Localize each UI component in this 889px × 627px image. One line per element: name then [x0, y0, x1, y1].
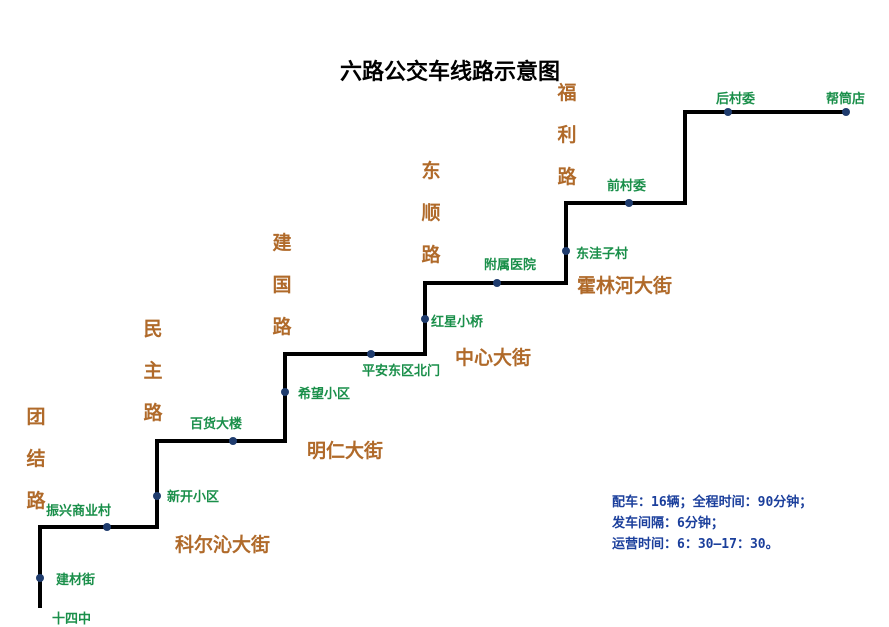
diagram-title: 六路公交车线路示意图	[340, 60, 561, 85]
info-line: 运营时间：6：30—17：30。	[612, 537, 779, 552]
street-label: 中心大街	[455, 347, 532, 369]
stop-label: 后村委	[716, 92, 756, 107]
stop-label: 东洼子村	[576, 247, 629, 262]
info-line: 发车间隔：6分钟；	[612, 516, 724, 531]
stop-dot	[103, 523, 111, 531]
stop-label: 红星小桥	[431, 315, 484, 330]
stop-dot	[625, 199, 633, 207]
stop-label: 附属医院	[484, 258, 537, 273]
stop-dot	[842, 108, 850, 116]
stop-dot	[562, 247, 570, 255]
stop-label: 平安东区北门	[362, 364, 441, 379]
stop-label: 建材街	[56, 573, 96, 588]
stop-label: 帮筒店	[826, 92, 866, 107]
stop-dot	[367, 350, 375, 358]
stop-dot	[36, 574, 44, 582]
stop-label: 希望小区	[298, 387, 351, 402]
stop-label: 振兴商业村	[46, 504, 112, 519]
stop-dot	[421, 315, 429, 323]
service-info: 配车：16辆；全程时间：90分钟； 发车间隔：6分钟； 运营时间：6：30—17…	[612, 492, 812, 555]
road-label: 建国路	[272, 232, 292, 338]
road-label: 福利路	[557, 82, 577, 188]
road-label: 东顺路	[421, 160, 441, 266]
street-label: 科尔沁大街	[175, 534, 271, 556]
info-line: 配车：16辆；全程时间：90分钟；	[612, 495, 813, 510]
stop-dot	[153, 492, 161, 500]
stop-dot	[229, 437, 237, 445]
stop-label: 新开小区	[167, 490, 220, 505]
stop-label: 十四中	[52, 612, 92, 627]
road-label: 团结路	[26, 406, 46, 512]
stop-dot	[724, 108, 732, 116]
stop-label: 百货大楼	[190, 417, 243, 432]
street-label: 霍林河大街	[577, 275, 673, 297]
road-label: 民主路	[143, 318, 163, 424]
street-label: 明仁大街	[307, 440, 384, 462]
route-line	[38, 110, 846, 608]
stop-dot	[281, 388, 289, 396]
stop-label: 前村委	[607, 179, 647, 194]
stop-dot	[493, 279, 501, 287]
